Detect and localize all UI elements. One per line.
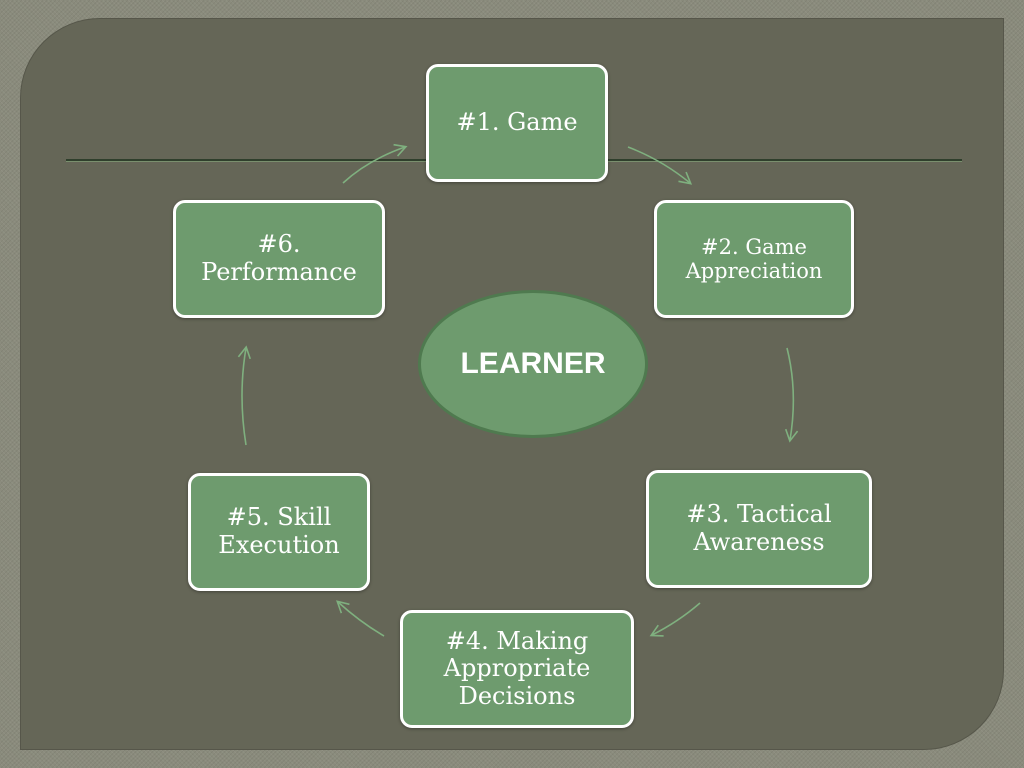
step-1-box: #1. Game <box>426 64 608 182</box>
step-5-label: #5. Skill Execution <box>218 503 340 559</box>
learner-ellipse: LEARNER <box>418 290 648 438</box>
step-4-box: #4. Making Appropriate Decisions <box>400 610 634 728</box>
step-5-box: #5. Skill Execution <box>188 473 370 591</box>
step-3-box: #3. Tactical Awareness <box>646 470 872 588</box>
step-2-label: #2. Game Appreciation <box>685 234 823 283</box>
step-1-label: #1. Game <box>456 108 578 137</box>
step-4-label: #4. Making Appropriate Decisions <box>443 626 591 710</box>
step-2-box: #2. Game Appreciation <box>654 200 854 318</box>
learner-label: LEARNER <box>460 347 606 380</box>
step-6-label: #6. Performance <box>201 230 357 286</box>
step-3-label: #3. Tactical Awareness <box>686 500 832 556</box>
step-6-box: #6. Performance <box>173 200 385 318</box>
